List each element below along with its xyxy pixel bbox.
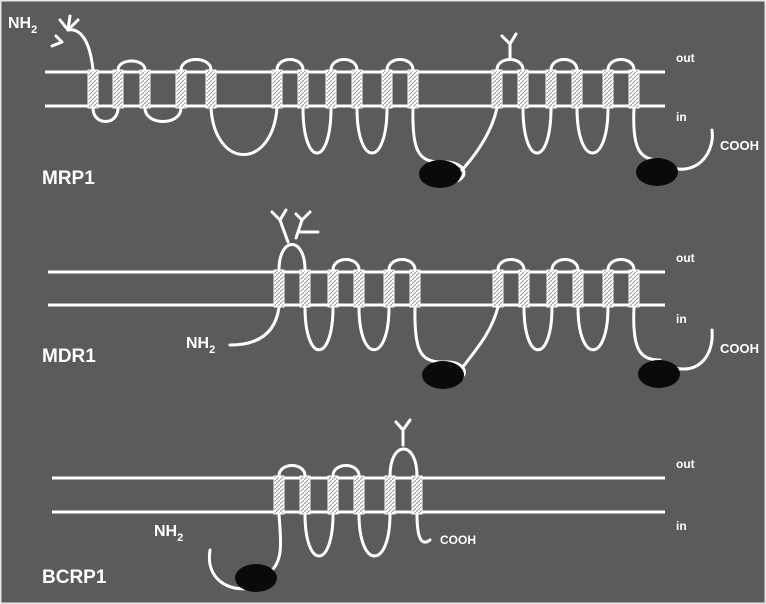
tm-helix — [519, 270, 529, 307]
nbd1 — [422, 361, 464, 389]
transporter-name-bcrp1: BCRP1 — [42, 567, 107, 588]
tm-helix — [328, 270, 338, 307]
tm-helix — [573, 270, 583, 307]
out-label: out — [676, 457, 695, 471]
tm-helix — [385, 476, 395, 514]
tm-helix — [410, 270, 420, 307]
tm-helix — [298, 70, 308, 108]
nbd2 — [636, 158, 678, 186]
tm-helix — [326, 70, 336, 108]
transporter-name-mrp1: MRP1 — [42, 168, 95, 189]
tm-helix — [629, 270, 639, 307]
tm-helix — [272, 70, 282, 108]
tm-helix — [546, 70, 556, 108]
tm-helix — [547, 270, 557, 307]
nbd — [235, 564, 277, 592]
tm-helix — [572, 70, 582, 108]
out-label: out — [676, 251, 695, 265]
tm-helix — [354, 476, 364, 514]
tm-helix — [492, 70, 502, 108]
nbd1 — [419, 160, 461, 188]
tm-helix — [629, 70, 639, 108]
tm-helix — [603, 270, 613, 307]
out-label: out — [676, 51, 695, 65]
tm-helix — [140, 70, 150, 108]
tm-helix — [328, 476, 338, 514]
tm-helix — [518, 70, 528, 108]
tm-helix — [354, 270, 364, 307]
tm-helix — [274, 476, 284, 514]
c-terminus-label: COOH — [440, 533, 476, 547]
c-terminus-label: COOH — [720, 138, 759, 153]
tm-helix — [408, 70, 418, 108]
tm-helix — [113, 70, 123, 108]
tm-helix — [176, 70, 186, 108]
nbd2 — [638, 360, 680, 388]
tm-helix — [352, 70, 362, 108]
tm-helix — [206, 70, 216, 108]
tm-helix — [274, 270, 284, 307]
in-label: in — [676, 312, 687, 326]
tm-helix — [603, 70, 613, 108]
tm-helix — [88, 70, 98, 108]
tm-helix — [384, 270, 394, 307]
tm-helix — [382, 70, 392, 108]
in-label: in — [676, 519, 687, 533]
tm-helix — [300, 270, 310, 307]
in-label: in — [676, 110, 687, 124]
c-terminus-label: COOH — [720, 341, 759, 356]
tm-helix — [300, 476, 310, 514]
transporter-name-mdr1: MDR1 — [42, 346, 96, 367]
tm-helix — [412, 476, 422, 514]
tm-helix — [493, 270, 503, 307]
